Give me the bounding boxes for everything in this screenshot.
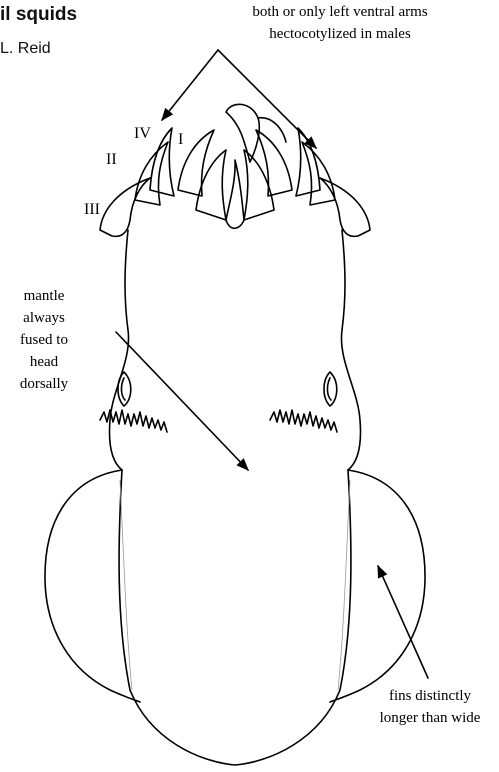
mantle-faint-line-right	[338, 480, 350, 690]
arm-i-right	[256, 130, 292, 196]
arm-iii-left	[100, 178, 150, 236]
head-outline-right	[341, 230, 360, 470]
mantle-faint-line-left	[120, 480, 132, 690]
arm-label-i: I	[178, 131, 183, 148]
arm-i-inner-right	[244, 150, 274, 220]
hectocotylus-curl	[258, 118, 286, 142]
left-eye-inner	[121, 378, 125, 400]
mantle-annotation-line-3: fused to	[20, 332, 68, 348]
mantle-annotation-line-5: dorsally	[20, 376, 69, 392]
arm-label-iv: IV	[134, 125, 151, 142]
hectocotylus-arm	[226, 104, 259, 162]
mantle-pointer	[116, 332, 248, 470]
left-eye	[118, 372, 131, 406]
arm-i-inner-left	[196, 150, 226, 220]
mantle-outline	[119, 470, 351, 765]
central-funnel	[226, 160, 244, 228]
mantle-annotation-line-1: mantle	[24, 288, 65, 304]
right-eye-inner	[327, 378, 331, 400]
right-collar-fringe	[270, 410, 337, 432]
arm-iii-right	[320, 178, 370, 236]
fins-annotation-line-1: fins distinctly	[389, 688, 472, 704]
fins-pointer	[378, 566, 428, 678]
right-eye	[324, 372, 337, 406]
head-outline	[110, 230, 129, 470]
mantle-annotation-line-2: always	[23, 310, 65, 326]
mantle-annotation-line-4: head	[30, 354, 59, 370]
hectocotylus-annotation-line-2: hectocotylized in males	[269, 26, 411, 42]
hectocotylus-pointer-left	[162, 50, 218, 120]
arm-label-ii: II	[106, 151, 117, 168]
hectocotylus-annotation-line-1: both or only left ventral arms	[252, 4, 428, 20]
arm-i-left	[178, 130, 214, 196]
arm-label-iii: III	[84, 201, 100, 218]
fins-annotation-line-2: longer than wide	[380, 710, 481, 726]
hectocotylus-pointer-right	[218, 50, 316, 148]
